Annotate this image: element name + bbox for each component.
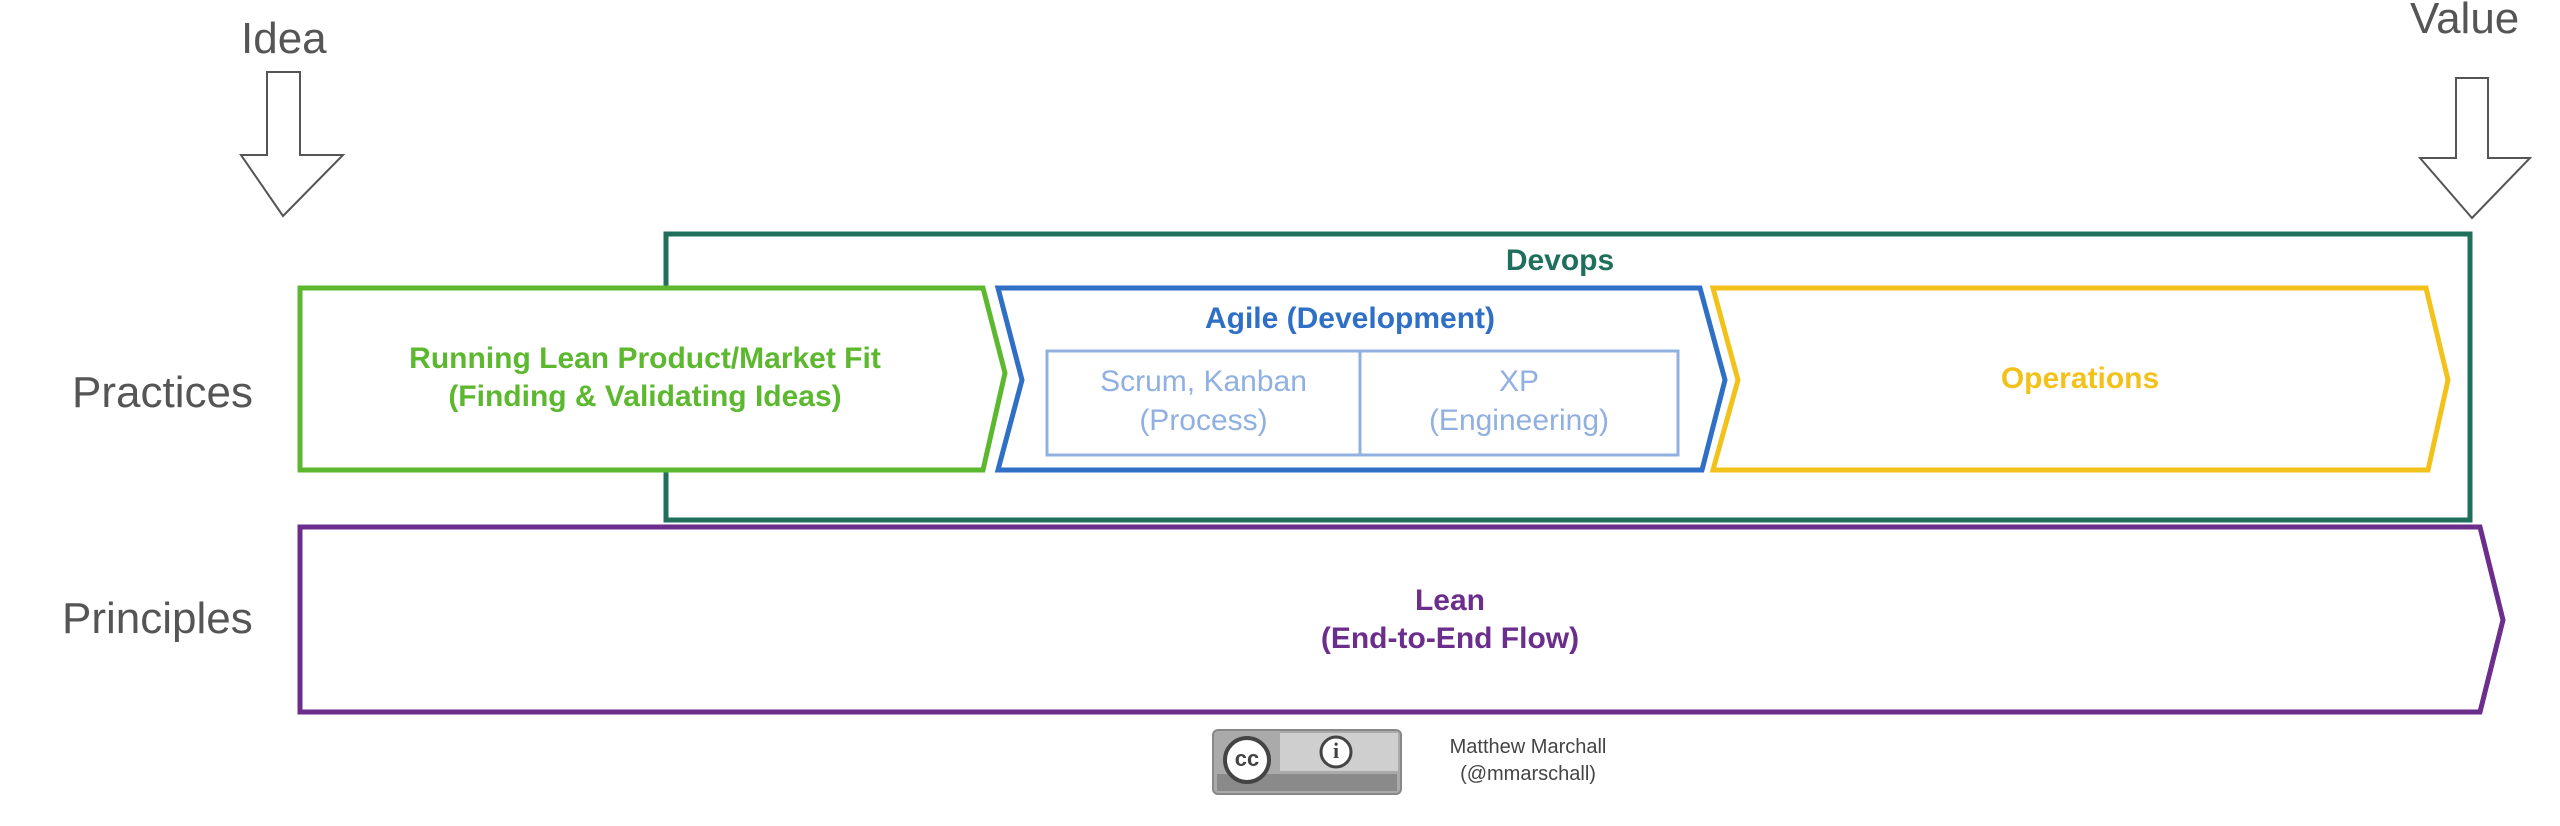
running-lean-line1: Running Lean Product/Market Fit	[409, 342, 881, 375]
agile-engineering-text: XP (Engineering)	[1360, 362, 1678, 440]
cc-by-badge	[1212, 729, 1402, 795]
devops-title: Devops	[1505, 244, 1615, 277]
running-lean-chevron	[297, 285, 1008, 473]
value-label: Value	[2410, 0, 2520, 43]
idea-down-arrow	[239, 71, 346, 218]
attribution-handle: (@mmarschall)	[1460, 763, 1596, 785]
process-line1: Scrum, Kanban	[1100, 365, 1307, 398]
value-down-arrow	[2417, 77, 2533, 220]
principles-label: Principles	[62, 594, 253, 643]
running-lean-text: Running Lean Product/Market Fit (Finding…	[330, 340, 960, 415]
operations-chevron	[1709, 285, 2451, 473]
operations-title: Operations	[2000, 362, 2160, 395]
by-icon	[1319, 735, 1353, 769]
practices-label: Practices	[72, 368, 253, 417]
attribution-name: Matthew Marchall	[1449, 736, 1607, 758]
agile-process-text: Scrum, Kanban (Process)	[1047, 362, 1360, 440]
idea-label: Idea	[241, 14, 327, 63]
cc-icon	[1223, 736, 1271, 784]
running-lean-line2: (Finding & Validating Ideas)	[448, 379, 842, 413]
by-label: i	[1332, 738, 1340, 763]
lean-principles-text: Lean (End-to-End Flow)	[1100, 582, 1800, 657]
process-line2: (Process)	[1139, 404, 1268, 437]
agile-process-box	[1045, 349, 1362, 457]
engineering-line2: (Engineering)	[1428, 404, 1610, 437]
attribution-text: Matthew Marchall (@mmarschall)	[1412, 734, 1644, 788]
lean-line1: Lean	[1414, 584, 1486, 617]
lean-principles-arrow	[297, 524, 2506, 715]
engineering-line1: XP	[1498, 365, 1540, 398]
lean-line2: (End-to-End Flow)	[1320, 621, 1580, 655]
agile-title: Agile (Development)	[1204, 302, 1496, 335]
agile-engineering-box	[1358, 349, 1680, 457]
cc-label: cc	[1234, 746, 1260, 771]
